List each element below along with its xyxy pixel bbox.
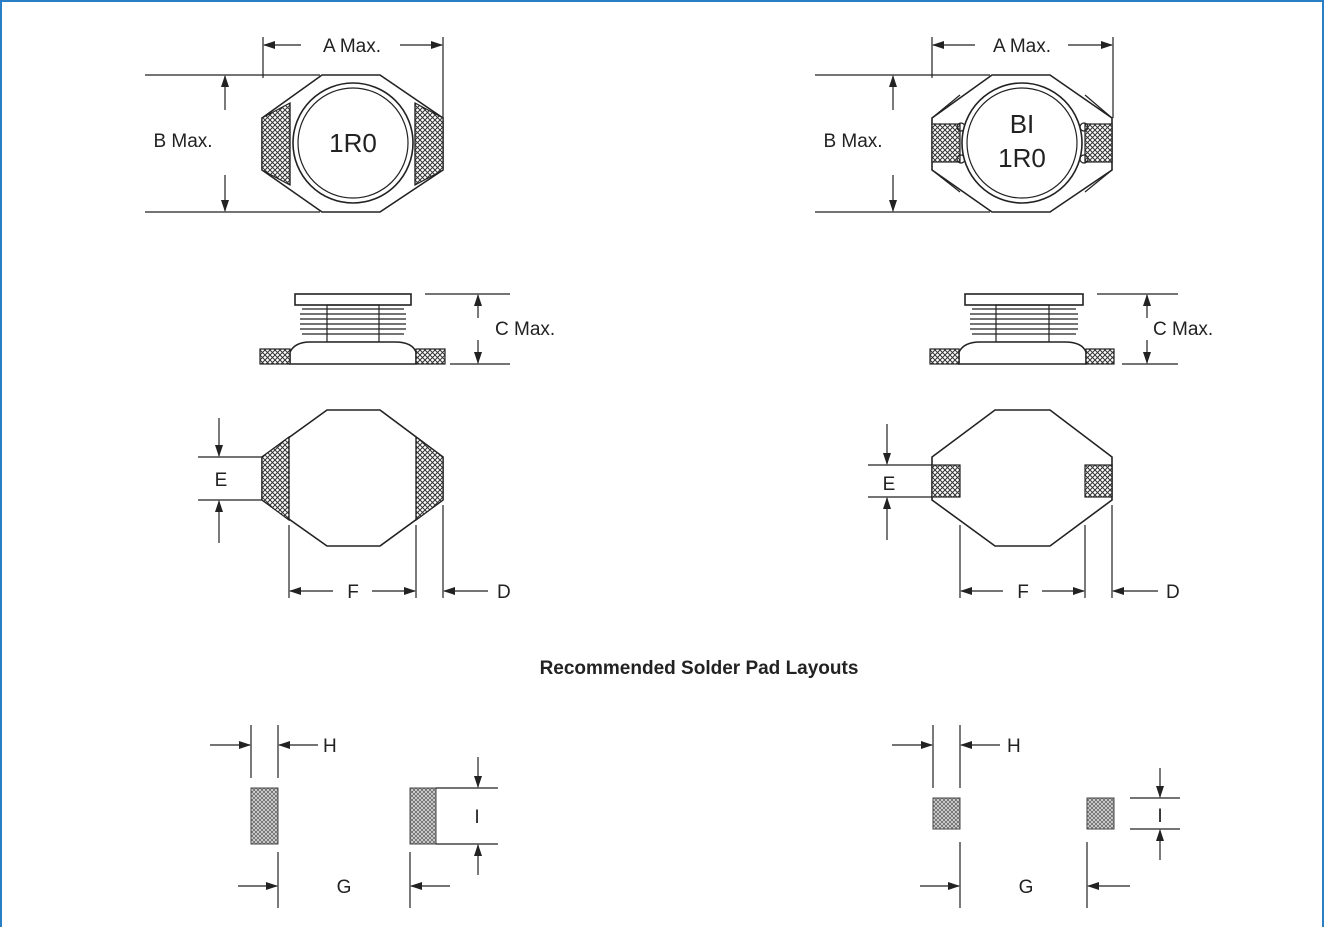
right-solder-pad-2 — [1086, 797, 1115, 830]
left-pad-g-label: G — [337, 877, 352, 898]
right-bottom-view: E F D — [868, 409, 1180, 603]
section-title: Recommended Solder Pad Layouts — [540, 658, 859, 679]
right-dim-a-label: A Max. — [993, 36, 1051, 57]
right-pad-g-label: G — [1019, 877, 1034, 898]
left-dim-b-label: B Max. — [153, 131, 212, 152]
left-pad-h-label: H — [323, 736, 337, 757]
right-side-view: C Max. — [929, 293, 1213, 365]
left-dim-a-label: A Max. — [323, 36, 381, 57]
right-pad-i-label: I — [1157, 806, 1162, 827]
right-dim-f-label: F — [1017, 582, 1029, 603]
left-dim-c-label: C Max. — [495, 319, 555, 340]
right-part-marking-line2: 1R0 — [998, 143, 1046, 173]
left-dim-e-label: E — [215, 470, 228, 491]
right-terminal-left — [931, 123, 961, 163]
right-part-marking-line1: BI — [1010, 109, 1035, 139]
left-top-view: A Max. B Max. 1R0 — [145, 36, 444, 213]
right-solder-pad-1 — [932, 797, 961, 830]
left-solder-pad-2 — [409, 787, 437, 845]
right-pad-h-label: H — [1007, 736, 1021, 757]
left-bottom-view: E F D — [198, 409, 511, 603]
left-side-view: C Max. — [259, 293, 555, 365]
right-terminal-right — [1084, 123, 1113, 163]
right-dim-b-label: B Max. — [823, 131, 882, 152]
left-terminal-left — [261, 101, 291, 187]
left-pad-i-label: I — [474, 807, 479, 828]
left-part-marking: 1R0 — [329, 128, 377, 158]
left-solder-pad-1 — [250, 787, 279, 845]
right-dim-d-label: D — [1166, 582, 1180, 603]
right-dim-c-label: C Max. — [1153, 319, 1213, 340]
right-pad-layout: H I G — [892, 725, 1180, 908]
left-pad-layout: H I G — [210, 725, 498, 908]
right-dim-e-label: E — [883, 474, 896, 495]
left-terminal-right — [414, 101, 444, 187]
right-top-view: A Max. B Max. BI 1R0 — [815, 36, 1114, 213]
left-dim-f-label: F — [347, 582, 359, 603]
left-dim-d-label: D — [497, 582, 511, 603]
